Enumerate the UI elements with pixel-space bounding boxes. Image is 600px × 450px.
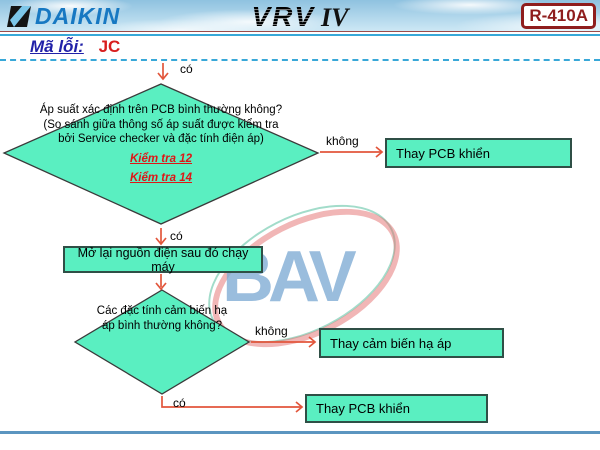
decision-sensor-diamond [73, 289, 251, 395]
decision-pressure-diamond [2, 83, 320, 225]
decision-sensor-question: Các đặc tính cảm biến hạ áp bình thường … [96, 305, 228, 332]
action-replace-pcb-top-label: Thay PCB khiển [396, 145, 490, 161]
daikin-logo: DAIKIN [7, 3, 120, 30]
vrv-wordmark: VRV [251, 1, 316, 32]
dashed-separator [0, 59, 600, 61]
action-restart-power: Mở lại nguồn điện sau đó chạy máy [63, 245, 263, 274]
branch-label-yes-entry: có [180, 62, 193, 76]
decision-pressure-question: Áp suất xác định trên PCB bình thường kh… [39, 104, 283, 146]
decision-pressure-text: Áp suất xác định trên PCB bình thường kh… [36, 103, 286, 186]
branch-label-yes-sensor: có [173, 396, 186, 410]
header-separator-line [0, 34, 600, 36]
check-reference-12: Kiểm tra 12 [129, 153, 192, 166]
branch-label-no-pressure: không [326, 134, 359, 148]
action-replace-pcb-bottom-label: Thay PCB khiển [316, 401, 410, 416]
footer-separator-line [0, 431, 600, 434]
daikin-logo-icon [7, 5, 31, 27]
error-code-value: JC [98, 37, 121, 56]
branch-label-yes-pressure: có [170, 229, 183, 243]
action-replace-pcb-bottom: Thay PCB khiển [305, 394, 488, 423]
action-replace-sensor: Thay cảm biến hạ áp [319, 328, 504, 358]
action-replace-sensor-label: Thay cảm biến hạ áp [330, 335, 452, 351]
error-code-row: Mã lỗi: JC [30, 37, 120, 57]
vrv-generation: IV [321, 3, 349, 32]
check-reference-14: Kiểm tra 14 [129, 171, 192, 184]
refrigerant-badge: R-410A [521, 3, 596, 29]
action-restart-power-label: Mở lại nguồn điện sau đó chạy máy [77, 245, 249, 274]
daikin-wordmark: DAIKIN [35, 3, 121, 29]
branch-label-no-sensor: không [255, 324, 288, 338]
error-code-label: Mã lỗi: [30, 37, 84, 56]
check-references: Kiểm tra 12 Kiểm tra 14 [36, 152, 286, 185]
action-replace-pcb-top: Thay PCB khiển [385, 138, 572, 168]
